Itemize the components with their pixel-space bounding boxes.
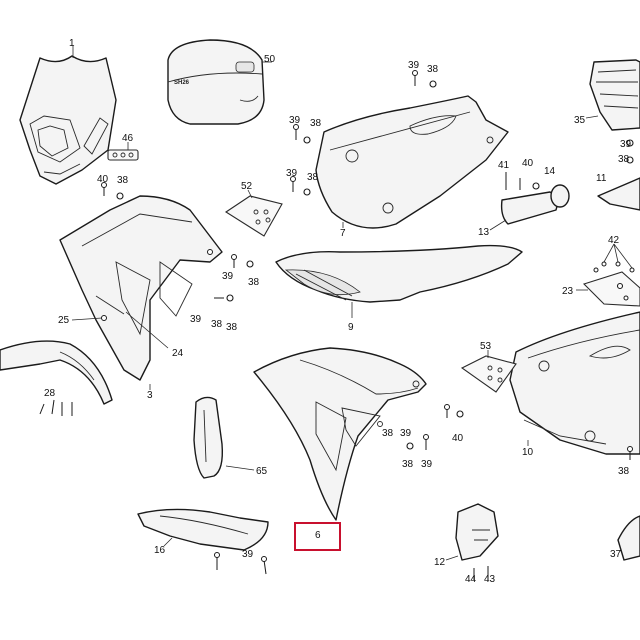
callout-3: 3	[147, 390, 153, 401]
fastener-group-left	[101, 182, 124, 200]
callout-39-g: 39	[421, 459, 433, 470]
callout-50: 50	[264, 54, 276, 65]
callout-28: 28	[44, 388, 56, 399]
part-46-bracket[interactable]	[107, 149, 139, 161]
part-10-right-shroud[interactable]	[509, 311, 640, 455]
fastener-group-bottom-right	[627, 446, 633, 460]
callout-38-g: 38	[618, 154, 630, 165]
callout-13: 13	[478, 227, 490, 238]
callout-23: 23	[562, 286, 574, 297]
callout-39-a: 39	[408, 60, 420, 71]
callout-40-a: 40	[97, 174, 109, 185]
callout-38-a: 38	[427, 64, 439, 75]
part-35-cover[interactable]	[589, 59, 640, 131]
callout-10: 10	[522, 447, 534, 458]
part-6-highlight-box	[294, 522, 341, 551]
callout-39-h: 39	[242, 549, 254, 560]
fastener-group-28	[39, 399, 73, 416]
fastener-group-center	[406, 404, 464, 450]
callout-39-i: 39	[400, 428, 412, 439]
callout-39-b: 39	[289, 115, 301, 126]
callout-40-c: 40	[452, 433, 464, 444]
callout-16: 16	[154, 545, 166, 556]
part-9-seat[interactable]	[275, 244, 523, 303]
callout-9: 9	[348, 322, 354, 333]
part-50-top-case[interactable]: SH26	[167, 39, 265, 125]
fastener-group-top	[412, 70, 437, 88]
callout-43: 43	[484, 574, 496, 585]
callout-38-e: 38	[248, 277, 260, 288]
part-41-bolt	[505, 172, 540, 190]
callout-38-h: 38	[618, 466, 630, 477]
top-case-brand-text: SH26	[174, 80, 190, 86]
part-11-side-cover[interactable]	[597, 177, 640, 211]
callout-38-d: 38	[117, 175, 129, 186]
fastener-group-panel-7-lower	[290, 176, 311, 196]
callout-38-f: 38	[211, 319, 223, 330]
callout-12: 12	[434, 557, 446, 568]
part-53-mount-bracket[interactable]	[460, 355, 517, 393]
callout-1: 1	[69, 38, 75, 49]
callout-41: 41	[498, 160, 510, 171]
callout-38-c: 38	[307, 172, 319, 183]
callout-37: 37	[610, 549, 622, 560]
callout-38-k: 38	[226, 322, 238, 333]
callout-25: 25	[58, 315, 70, 326]
part-65-fork-guard[interactable]	[193, 396, 224, 479]
part-13-filter[interactable]	[500, 191, 558, 225]
part-3-left-shroud[interactable]	[59, 195, 223, 381]
callout-7: 7	[340, 228, 346, 239]
callout-6: 6	[315, 530, 321, 541]
front-fender[interactable]	[0, 340, 113, 405]
part-1-headlight-mask[interactable]	[19, 55, 117, 185]
part-12-sprocket-cover[interactable]	[455, 503, 499, 561]
part-23-plate[interactable]	[582, 271, 640, 307]
callout-46: 46	[122, 133, 134, 144]
part-52-mount-bracket[interactable]	[224, 195, 283, 237]
callout-11: 11	[596, 173, 607, 184]
callout-38-j: 38	[382, 428, 394, 439]
fastener-group-skid	[214, 552, 267, 575]
callout-38-b: 38	[310, 118, 322, 129]
part-7-side-panel[interactable]	[315, 95, 509, 229]
fastener-group-42	[593, 243, 635, 301]
callout-65: 65	[256, 466, 268, 477]
callout-39-d: 39	[222, 271, 234, 282]
callout-14: 14	[544, 166, 556, 177]
callout-39-e: 39	[190, 314, 202, 325]
callout-44: 44	[465, 574, 477, 585]
part-37-cover[interactable]	[617, 515, 640, 561]
callout-53: 53	[480, 341, 492, 352]
fastener-group-panel-7-upper	[293, 124, 311, 144]
fastener-group-right-edge	[626, 139, 634, 164]
callout-39-f: 39	[620, 139, 632, 150]
callout-35: 35	[574, 115, 586, 126]
callout-52: 52	[241, 181, 253, 192]
fastener-group-center-left	[214, 254, 254, 302]
callout-38-i: 38	[402, 459, 414, 470]
callout-39-c: 39	[286, 168, 298, 179]
callout-24: 24	[172, 348, 184, 359]
callout-42: 42	[608, 235, 620, 246]
fastener-group-12	[473, 566, 489, 580]
part-6-radiator-scoop[interactable]	[253, 347, 427, 521]
callout-40-b: 40	[522, 158, 534, 169]
part-14-cap[interactable]	[550, 184, 570, 208]
part-16-skid-plate[interactable]	[137, 508, 269, 551]
